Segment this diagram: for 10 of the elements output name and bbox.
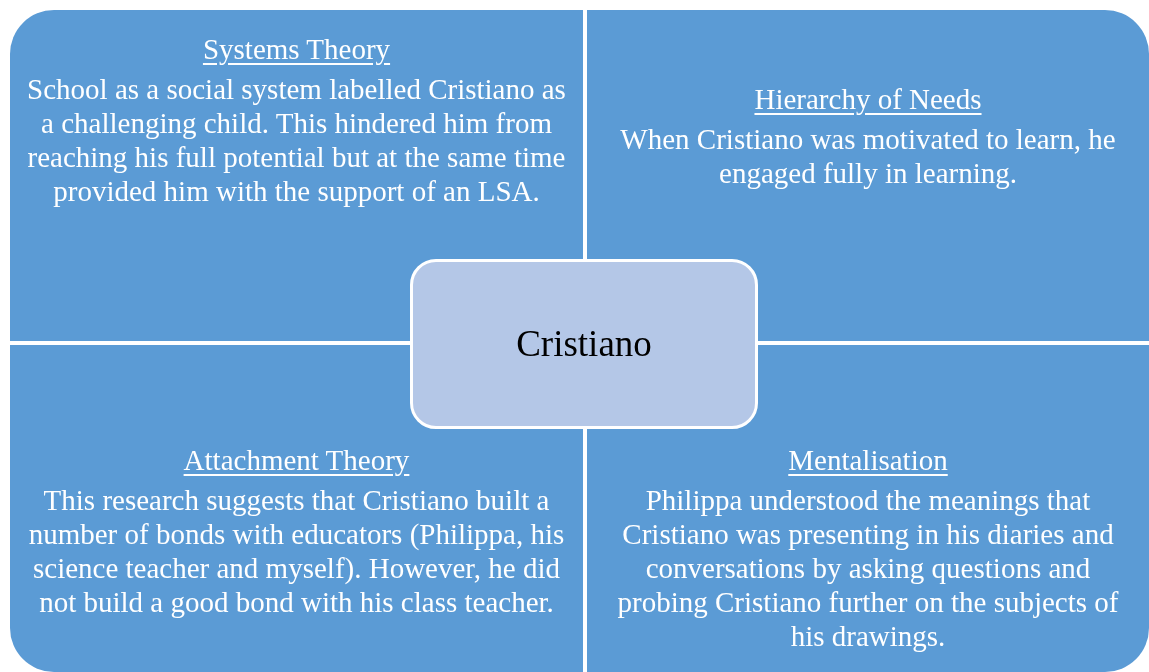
- quadrant-heading: Hierarchy of Needs: [754, 82, 982, 116]
- quadrant-body-text: This research suggests that Cristiano built a number of bonds with educators (Philippa, his science teacher and myself). However, he did not build a good bond with his class teacher.: [27, 483, 566, 619]
- quadrant-body-text: When Cristiano was motivated to learn, he engaged fully in learning.: [619, 122, 1117, 190]
- quadrant-heading: Mentalisation: [788, 443, 948, 477]
- quadrant-body-text: School as a social system labelled Cristiano as a challenging child. This hindered him from reaching his full potential but at the same time provided him with the support of an LSA.: [26, 72, 567, 208]
- quadrant-heading: Systems Theory: [202, 32, 391, 66]
- center-box: [410, 259, 758, 429]
- quadrant-heading: Attachment Theory: [183, 443, 410, 477]
- quadrant-body-text: Philippa understood the meanings that Cristiano was presenting in his diaries and conversations by asking questions and probing Cristiano further on the subjects of his drawings.: [616, 483, 1120, 653]
- center-label: Cristiano: [516, 322, 652, 367]
